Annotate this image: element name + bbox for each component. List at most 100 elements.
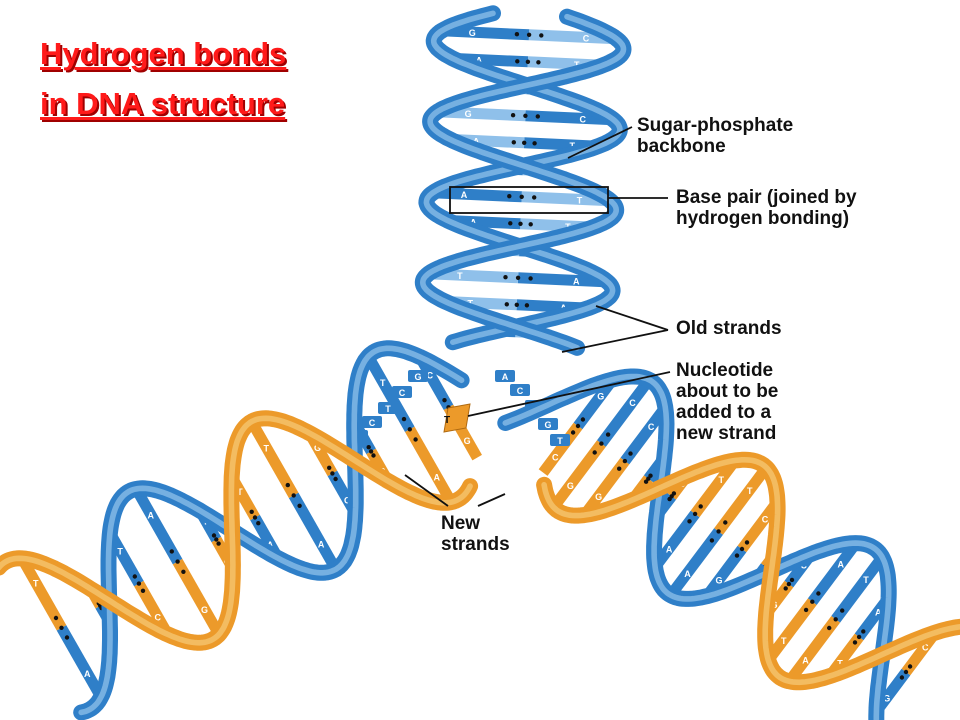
fork-base-label-6: C [517,386,524,396]
left-daughter-pair-1-hbond-dot [413,437,418,442]
left-daughter-pair-8-hbond-dot [132,574,137,579]
parental-pair-9-hbond-dot [503,275,508,280]
right-daughter-pair-1-hbond-dot [605,432,611,437]
parental-pair-6-left-base-label: A [461,190,468,200]
right-new-strand-highlight [541,457,960,686]
left-daughter-pair-5-hbond-dot [252,515,258,520]
right-daughter-pair-9-hbond-dot [783,586,788,591]
left-daughter-pair-7-hbond-dot [181,569,186,574]
label-new-strands-line-2: strands [441,534,510,555]
right-daughter-pair-1-hbond-dot [599,441,604,446]
right-daughter-pair-0-hbond-dot [580,417,586,422]
leader-backbone [567,126,633,159]
right-daughter-pair-7-left-base-label: G [715,576,722,586]
right-daughter-pair-5-hbond-dot [692,511,698,517]
left-daughter-pair-4-left-bar [288,492,341,573]
left-new-strand-highlight [0,415,473,646]
right-daughter-pair-7-right-base-label: C [762,514,769,524]
right-daughter-pair-9-hbond-dot [786,581,792,587]
left-daughter-pair-3-hbond-dot [327,465,332,470]
left-daughter-pair-4-hbond-dot [297,503,302,508]
right-daughter-pair-10-hbond-dot [803,607,809,613]
right-daughter-pair-10-hbond-dot [816,591,821,596]
parental-pair-3-right-base-label: G [465,109,472,119]
left-daughter-pair-1-left-base-label: T [380,378,386,388]
label-backbone-line-1: Sugar-phosphate [637,115,794,136]
label-old-strands: Old strands [676,318,782,339]
overlay-layer [404,126,671,507]
left-daughter-pair-3-hbond-dot [330,471,335,476]
right-daughter-pair-0-left-base-label: G [597,392,604,402]
fork-base-label-2: T [385,404,391,414]
right-daughter-pair-4-hbond-dot [671,491,677,496]
left-daughter-pair-4-right-base-label: T [264,443,270,453]
old-strand-b-highlight [419,13,627,351]
right-daughter-pair-5-hbond-dot [687,519,692,524]
right-daughter-pair-14-hbond-dot [907,664,913,669]
left-daughter-pair-10-left-base-label: A [84,669,91,679]
fork-base-8 [538,418,558,430]
left-daughter-pair-10-hbond-dot [64,635,70,640]
parental-pair-9-hbond-dot [528,276,533,281]
parental-pair-6-hbond-dot [507,194,512,199]
fork-base-9 [550,434,570,446]
right-daughter-pair-14-left-base-label: G [883,694,890,704]
left-daughter-pair-1-right-bar [405,426,457,505]
parental-pair-6-right-base-label: T [577,195,583,205]
left-daughter-pair-7-hbond-dot [175,559,180,564]
left-daughter-pair-3-left-base-label: C [344,496,351,506]
right-daughter-pair-6-hbond-dot [723,520,728,525]
left-daughter-pair-5-hbond-dot [256,521,261,526]
right-daughter-pair-3-hbond-dot [643,479,649,484]
parental-pair-3-hbond-dot [510,113,516,118]
right-daughter-pair-12-hbond-dot [856,634,862,640]
left-daughter-pair-0-left-base-label: C [427,371,434,381]
label-base-pair-line-2: hydrogen bonding) [676,208,850,229]
fork-base-6 [510,384,530,396]
right-daughter-pair-6-right-base-label: T [747,486,753,496]
old-strand-a-highlight [423,10,623,345]
left-daughter-pair-3-right-base-label: G [314,443,321,453]
right-daughter-pair-0-right-base-label: C [552,452,559,462]
diagram-title-line-2: in DNA structure [40,86,286,121]
fork-base-label-3: C [369,418,376,428]
right-daughter-pair-12-hbond-dot [852,640,858,645]
right-daughter-pair-11-hbond-dot [833,617,838,622]
fork-base-label-1: C [399,388,406,398]
right-daughter-pair-5-left-base-label: A [666,545,673,555]
label-nucleotide-line-4: new strand [676,423,777,444]
incoming-nucleotide [443,403,471,433]
label-nucleotide-line-2: about to be [676,381,779,402]
left-daughter-pair-1-right-base-label: A [434,473,441,483]
right-daughter-pair-7-hbond-dot [734,553,740,558]
left-old-strand-highlight [78,345,465,716]
parental-pair-0-hbond-dot [539,33,544,38]
parental-pair-7-hbond-dot [508,221,513,226]
label-base-pair: Base pair (joined by hydrogen bonding) [676,187,857,229]
leader-old-strands-1 [595,305,669,331]
parental-pair-10-hbond-dot [524,303,530,308]
right-daughter-pair-11-right-base-label: A [802,656,809,666]
parental-pair-1-left-base-label: A [476,56,483,66]
parental-pair-7-hbond-dot [518,221,523,226]
right-daughter-pair-0-hbond-dot [575,423,581,429]
right-daughter-pair-12-hbond-dot [861,629,866,634]
parental-pair-0-right-base-label: C [583,33,590,43]
left-daughter-pair-4-left-base-label: A [318,540,325,550]
left-daughter-pair-8-hbond-dot [136,581,142,586]
left-daughter-pair-6-hbond-dot [211,533,217,538]
right-daughter-pair-10-left-base-label: A [838,560,845,570]
fork-base-3 [362,416,382,428]
leader-nucleotide [467,371,671,417]
left-daughter-pair-7-right-base-label: G [201,605,208,615]
right-daughter-pair-5-hbond-dot [698,504,703,509]
left-daughter-pair-7-hbond-dot [169,549,174,554]
right-daughter-pair-2-hbond-dot [622,458,628,464]
right-daughter-pair-14-right-base-label: C [922,642,929,652]
left-daughter-pair-0-hbond-dot [442,398,447,403]
left-daughter-pair-1-hbond-dot [401,416,407,422]
parental-pair-0-hbond-dot [526,32,532,37]
right-daughter-pair-14-hbond-dot [899,675,905,680]
right-daughter-pair-7-hbond-dot [739,546,745,552]
